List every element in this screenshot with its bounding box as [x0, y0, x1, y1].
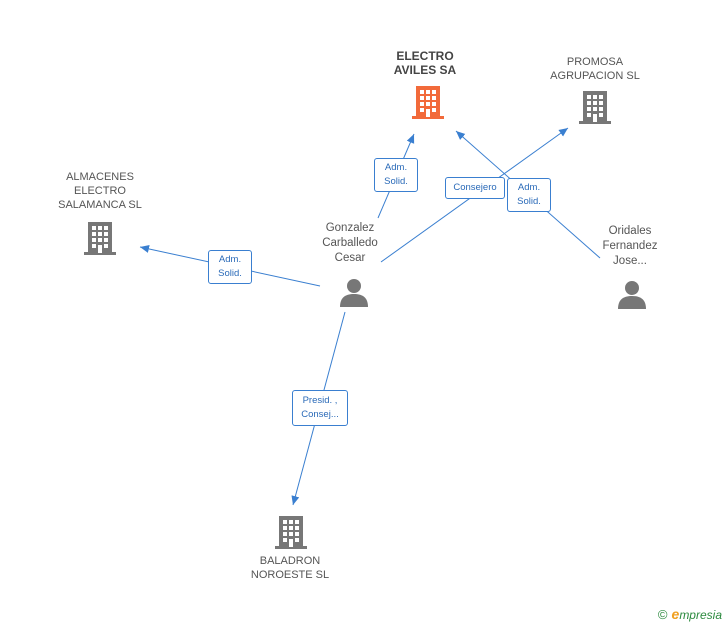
company-baladron-label[interactable]: BALADRON NOROESTE SL	[235, 554, 345, 582]
relation-line: Consej...	[301, 409, 339, 420]
person-name-line: Fernandez	[602, 240, 658, 252]
relation-line: Solid.	[384, 176, 408, 187]
person-icon[interactable]	[339, 277, 369, 307]
relation-label-adm-solid[interactable]: Adm. Solid.	[208, 250, 252, 284]
company-name-line: AVILES SA	[393, 63, 457, 77]
person-name-line: Jose...	[613, 255, 647, 267]
relation-label-consejero[interactable]: Consejero	[445, 177, 505, 199]
brand-initial: e	[671, 606, 680, 622]
person-oridales-label[interactable]: Oridales Fernandez Jose...	[585, 224, 675, 269]
person-name-line: Oridales	[608, 225, 652, 237]
building-icon-main[interactable]	[412, 85, 444, 119]
person-name-line: Carballedo	[322, 237, 378, 249]
copyright-icon: ©	[657, 606, 668, 622]
footer-brand[interactable]: © empresia	[658, 606, 722, 622]
brand-logo: empresia	[672, 606, 722, 622]
relation-line: Consejero	[453, 182, 497, 193]
company-promosa-label[interactable]: PROMOSA AGRUPACION SL	[540, 55, 650, 83]
company-electro-aviles-label[interactable]: ELECTRO AVILES SA	[380, 49, 470, 77]
relation-line: Adm.	[517, 182, 541, 193]
person-gonzalez-label[interactable]: Gonzalez Carballedo Cesar	[305, 221, 395, 266]
building-icon[interactable]	[579, 90, 611, 124]
company-name-line: SALAMANCA SL	[58, 199, 142, 211]
relation-line: Adm.	[218, 254, 242, 265]
relation-label-adm-solid[interactable]: Adm. Solid.	[374, 158, 418, 192]
person-name-line: Cesar	[334, 252, 366, 264]
company-name-line: NOROESTE SL	[250, 569, 330, 581]
person-name-line: Gonzalez	[325, 222, 375, 234]
company-name-line: ALMACENES	[66, 171, 134, 183]
company-name-line: ELECTRO	[396, 49, 454, 63]
relation-line: Solid.	[218, 268, 242, 279]
person-icon[interactable]	[617, 279, 647, 309]
relation-line: Presid. ,	[302, 395, 338, 406]
relation-label-adm-solid[interactable]: Adm. Solid.	[507, 178, 551, 212]
company-name-line: AGRUPACION SL	[550, 70, 640, 82]
company-almacenes-label[interactable]: ALMACENES ELECTRO SALAMANCA SL	[45, 170, 155, 212]
brand-name: mpresia	[679, 608, 722, 622]
building-icon[interactable]	[84, 221, 116, 255]
company-name-line: BALADRON	[259, 555, 321, 567]
company-name-line: PROMOSA	[566, 56, 624, 68]
relation-label-presid-consej[interactable]: Presid. , Consej...	[292, 390, 348, 426]
building-icon[interactable]	[275, 515, 307, 549]
relation-line: Solid.	[517, 196, 541, 207]
relation-line: Adm.	[384, 162, 408, 173]
company-name-line: ELECTRO	[74, 185, 126, 197]
